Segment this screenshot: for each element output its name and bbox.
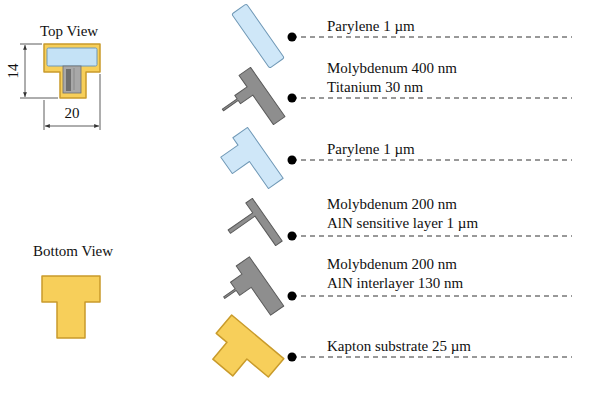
top-view (44, 44, 100, 98)
kapton-substrate (202, 315, 284, 394)
parylene-layer (216, 127, 284, 200)
layer-label: Parylene 1 µm (327, 140, 415, 158)
view-title: Top View (40, 22, 98, 40)
bottom-view (42, 276, 100, 338)
layer-label: Parylene 1 µm (327, 17, 415, 35)
layer-label: AlN interlayer 130 nm (327, 274, 463, 292)
dimension-value: 14 (4, 64, 22, 79)
leader-lines (288, 33, 573, 362)
interlayer (213, 257, 283, 331)
view-title: Bottom View (33, 242, 113, 260)
layer-label: Molybdenum 200 nm (327, 195, 457, 213)
layer-label: AlN sensitive layer 1 µm (327, 214, 478, 232)
aln-layer (221, 198, 282, 262)
layer-label: Kapton substrate 25 µm (327, 337, 471, 355)
parylene-layer (232, 4, 285, 68)
dimension-lines (20, 44, 100, 130)
layer-label: Molybdenum 200 nm (327, 255, 457, 273)
dimension-value: 20 (65, 104, 80, 122)
layer-label: Titanium 30 nm (327, 78, 423, 96)
layer-label: Molybdenum 400 nm (327, 59, 457, 77)
